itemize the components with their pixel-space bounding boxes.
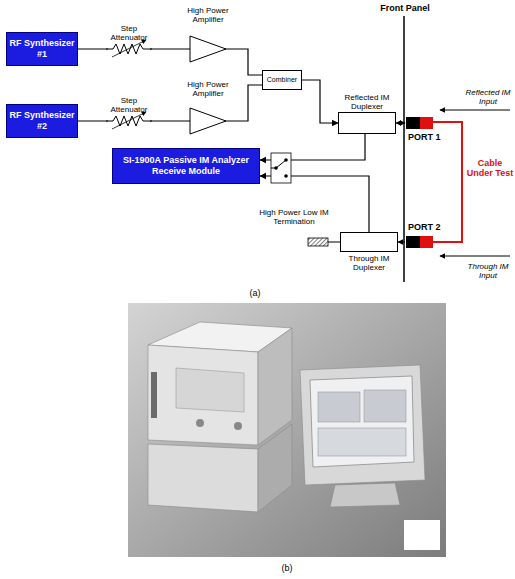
port-wire xyxy=(398,242,405,243)
instrument-lower-front xyxy=(148,444,258,512)
monitor-screen xyxy=(310,376,414,467)
node-text: RF Synthesizer #1 xyxy=(9,38,75,60)
screen-panel xyxy=(364,390,406,422)
port-connector xyxy=(406,236,420,248)
cable-connector xyxy=(420,117,433,129)
switch-wire xyxy=(271,168,276,169)
component-label: Step Attenuator xyxy=(104,24,154,42)
figure-label: (b) xyxy=(272,563,302,573)
instrument-knob xyxy=(196,419,204,427)
instrument-handle xyxy=(151,372,157,418)
signal-connector xyxy=(78,85,262,121)
signal-label: Through IM Input xyxy=(462,262,514,280)
monitor-body xyxy=(300,365,425,485)
synthesizer-box: RF Synthesizer #1 xyxy=(6,32,78,66)
photo-highlight xyxy=(404,520,440,550)
node-text: Combiner xyxy=(267,76,297,84)
attenuator-symbol xyxy=(106,44,152,54)
port-connector xyxy=(406,117,420,129)
node-text: RF Synthesizer #2 xyxy=(9,110,75,132)
node-text: Reflected IM Duplexer xyxy=(333,93,401,111)
cable-label: Cable Under Test xyxy=(466,158,514,178)
duplexer-box: Through IM Duplexer xyxy=(340,232,398,252)
duplexer-box: Reflected IM Duplexer xyxy=(338,112,396,134)
node-text: SI-1900A Passive IM Analyzer Receive Mod… xyxy=(119,155,253,177)
termination-wire xyxy=(328,242,340,243)
instrument-front xyxy=(148,345,258,445)
switch-contact xyxy=(284,174,288,178)
switch-blade xyxy=(276,160,286,168)
photograph xyxy=(128,303,446,557)
input-arrow xyxy=(440,110,510,111)
instrument-lower-side xyxy=(258,424,292,512)
signal-label: Reflected IM Input xyxy=(462,88,514,106)
amplifier-symbol xyxy=(190,108,226,134)
synthesizer-box: RF Synthesizer #2 xyxy=(6,104,78,138)
signal-connector xyxy=(302,80,338,123)
panel-label: Front Panel xyxy=(368,3,442,13)
component-label: Step Attenuator xyxy=(104,96,154,114)
screen-panel xyxy=(318,392,360,422)
monitor-stand xyxy=(330,483,400,507)
figure-label: (a) xyxy=(240,288,270,298)
input-arrow xyxy=(440,256,510,257)
analyzer-box: SI-1900A Passive IM Analyzer Receive Mod… xyxy=(112,148,260,184)
component-label: High Power Amplifier xyxy=(183,6,233,24)
cable-connector xyxy=(420,236,433,248)
variable-arrow xyxy=(112,112,146,129)
switch-symbol xyxy=(271,153,291,183)
connector-layer xyxy=(78,49,369,232)
component-label: High Power Amplifier xyxy=(183,80,233,98)
combiner-box: Combiner xyxy=(262,70,302,90)
signal-connector xyxy=(78,49,262,75)
amplifier-symbol xyxy=(190,36,226,62)
termination-symbol xyxy=(308,238,328,246)
screen-panel xyxy=(318,428,406,456)
symbol-layer xyxy=(106,16,510,557)
component-label: High Power Low IM Termination xyxy=(258,208,330,226)
port-wire xyxy=(396,123,405,124)
instrument-knob xyxy=(234,422,242,430)
port-label: PORT 2 xyxy=(408,222,458,232)
instrument-panel xyxy=(176,368,244,412)
node-text: Through IM Duplexer xyxy=(335,254,403,272)
variable-arrow xyxy=(112,40,146,57)
port-label: PORT 1 xyxy=(408,132,458,142)
attenuator-symbol xyxy=(106,116,152,126)
photo-background xyxy=(128,303,446,557)
